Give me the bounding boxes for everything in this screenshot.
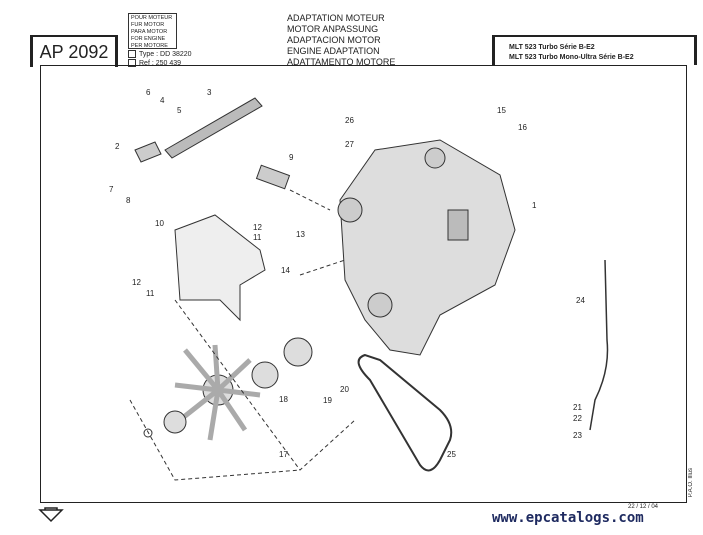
illustration-frame xyxy=(40,65,687,503)
model-2: MLT 523 Turbo Mono-Ultra Série B-E2 xyxy=(509,54,634,61)
callout-12: 12 xyxy=(253,223,262,232)
model-box: MLT 523 Turbo Série B-E2 MLT 523 Turbo M… xyxy=(492,35,697,65)
ref-checkbox xyxy=(128,59,136,68)
next-page-arrow-icon[interactable] xyxy=(38,507,64,523)
title-it: ADATTAMENTO MOTORE xyxy=(287,57,396,67)
callout-7: 7 xyxy=(109,185,114,194)
callout-3: 3 xyxy=(207,88,212,97)
callout-22: 22 xyxy=(573,414,582,423)
page-code: AP 2092 xyxy=(30,35,118,67)
title-de: MOTOR ANPASSUNG xyxy=(287,24,379,34)
title-fr: ADAPTATION MOTEUR xyxy=(287,13,385,23)
engine-block xyxy=(339,139,516,356)
engine-type-ref: Type : DD 38220 Ref : 250 439 xyxy=(128,50,192,68)
type-checkbox xyxy=(128,50,136,59)
callout-9: 9 xyxy=(289,153,294,162)
lang-fr: POUR MOTEUR xyxy=(131,15,173,21)
callout-19: 19 xyxy=(323,396,332,405)
callout-25: 25 xyxy=(447,450,456,459)
callout-6: 6 xyxy=(146,88,151,97)
lang-it: PER MOTORE xyxy=(131,43,168,49)
illus-credit: P.A.O. Illus xyxy=(688,468,694,498)
callout-20: 20 xyxy=(340,385,349,394)
callout-11: 11 xyxy=(253,233,262,242)
callout-24: 24 xyxy=(576,296,585,305)
fan-part xyxy=(174,344,261,441)
callout-1: 1 xyxy=(532,201,537,210)
pipe-part xyxy=(164,97,263,159)
date: 22 / 12 / 04 xyxy=(628,504,659,510)
callout-23: 23 xyxy=(573,431,582,440)
lang-de: FUR MOTOR xyxy=(131,22,165,28)
callout-16: 16 xyxy=(518,123,527,132)
lang-es: PARA MOTOR xyxy=(131,29,168,35)
callout-5: 5 xyxy=(177,106,182,115)
callout-14: 14 xyxy=(281,266,290,275)
callout-11: 11 xyxy=(146,289,155,298)
ref-label: Ref : 250 439 xyxy=(139,60,182,67)
callout-27: 27 xyxy=(345,140,354,149)
type-label: Type : DD 38220 xyxy=(139,51,192,58)
model-1: MLT 523 Turbo Série B-E2 xyxy=(509,44,595,51)
callout-26: 26 xyxy=(345,116,354,125)
callout-4: 4 xyxy=(160,96,165,105)
bracket-part xyxy=(174,214,266,322)
callout-12: 12 xyxy=(132,278,141,287)
callout-17: 17 xyxy=(279,450,288,459)
callout-10: 10 xyxy=(155,219,164,228)
engine-languages-box: POUR MOTEUR FUR MOTOR PARA MOTOR FOR ENG… xyxy=(128,13,177,49)
callout-21: 21 xyxy=(573,403,582,412)
callout-15: 15 xyxy=(497,106,506,115)
callout-13: 13 xyxy=(296,230,305,239)
title-en: ENGINE ADAPTATION xyxy=(287,46,380,56)
title-es: ADAPTACION MOTOR xyxy=(287,35,381,45)
callout-8: 8 xyxy=(126,196,131,205)
lang-en: FOR ENGINE xyxy=(131,36,166,42)
page-titles: ADAPTATION MOTEUR MOTOR ANPASSUNG ADAPTA… xyxy=(287,13,395,68)
callout-2: 2 xyxy=(115,142,120,151)
callout-18: 18 xyxy=(279,395,288,404)
watermark: www.epcatalogs.com xyxy=(492,510,644,526)
